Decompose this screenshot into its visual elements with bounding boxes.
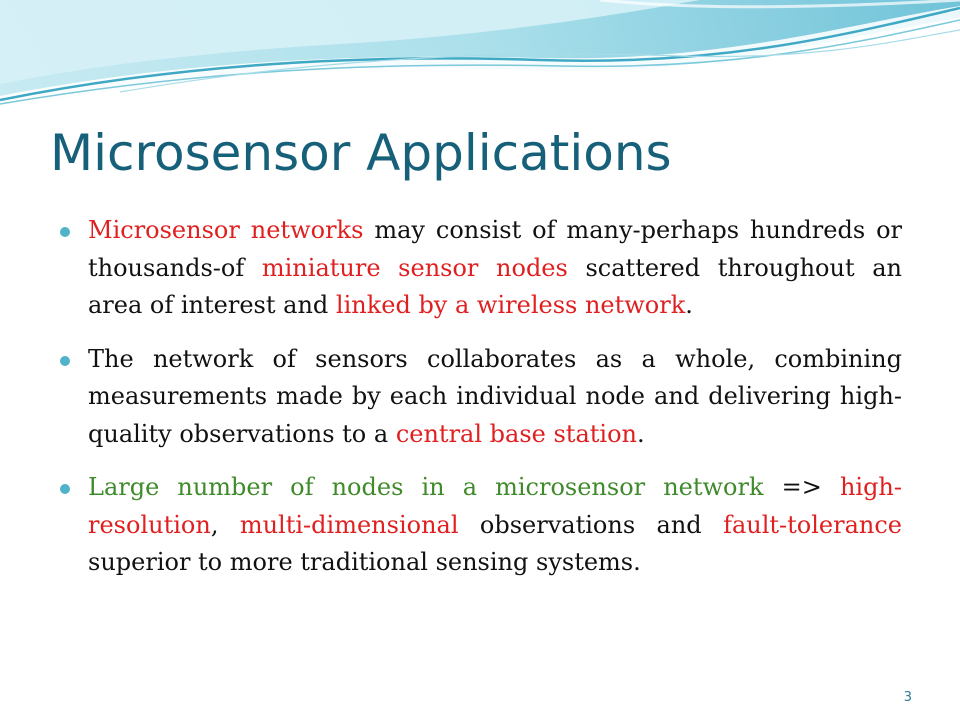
bullet-icon [60, 484, 70, 494]
bullet-text-segment: observations and [458, 510, 724, 539]
bullet-text-segment: high-resolution [88, 473, 902, 539]
bullet-text-segment: scattered throughout an area of interest… [88, 253, 903, 320]
bullet-text-segment: superior to more traditional sensing sys… [88, 548, 641, 576]
bullet-text-segment: The network of sensors collaborates as a… [88, 344, 902, 448]
bullet-item: Large number of nodes in a microsensor n… [60, 469, 902, 582]
bullet-text-segment: linked by a wireless network [335, 291, 686, 319]
bullet-text-segment: may consist of many-perhaps hundreds or … [88, 216, 902, 282]
bullet-text-segment: , [210, 510, 240, 539]
bullet-text-segment: => [763, 473, 840, 501]
bullet-text-segment: multi-dimensional [239, 510, 459, 539]
wave-banner-decoration [0, 0, 960, 120]
bullet-text-segment: Large number of nodes in a microsensor n… [88, 473, 764, 501]
slide-title: Microsensor Applications [50, 124, 672, 182]
bullet-icon [60, 355, 70, 366]
bullet-text-segment: . [685, 291, 693, 319]
bullet-text-segment: miniature sensor nodes [261, 253, 568, 282]
bullet-text-segment: . [636, 419, 645, 448]
bullet-text-segment: central base station [395, 419, 637, 448]
bullet-text-segment: Microsensor networks [88, 216, 364, 244]
bullet-list: Microsensor networks may consist of many… [60, 212, 902, 598]
bullet-text-segment: fault-tolerance [723, 510, 902, 539]
bullet-item: Microsensor networks may consist of many… [60, 212, 902, 325]
page-number: 3 [903, 690, 912, 705]
bullet-icon [60, 227, 70, 237]
bullet-item: The network of sensors collaborates as a… [60, 341, 902, 454]
